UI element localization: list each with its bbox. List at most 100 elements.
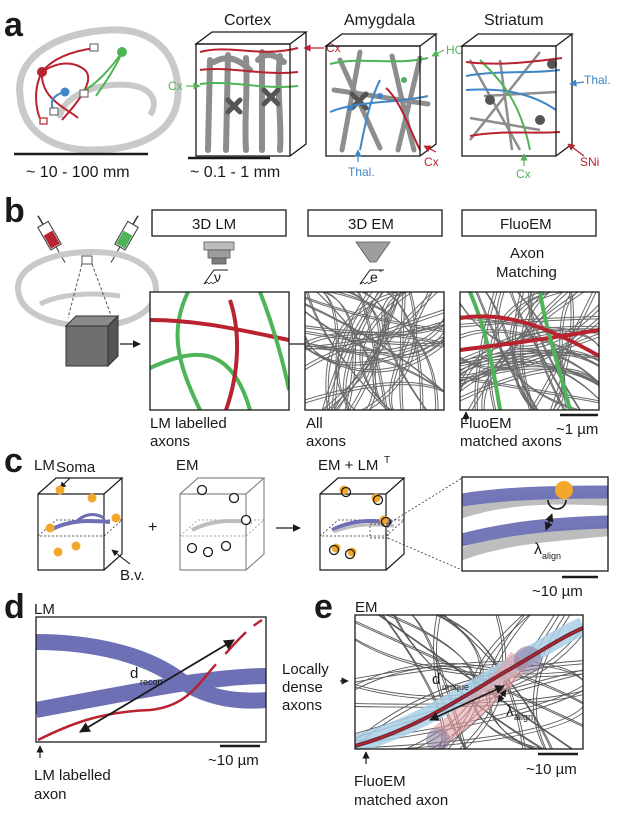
axon-matching-2: Matching xyxy=(496,264,557,281)
scale-label-cube: ~ 0.1 - 1 mm xyxy=(190,164,280,181)
panel-b-label: b xyxy=(4,192,25,230)
scale-label-brain: ~ 10 - 100 mm xyxy=(26,164,130,181)
panel-e: e EM Locally dense axons d unique λ alig… xyxy=(282,588,584,809)
brain-outline-a xyxy=(16,26,182,154)
em-membrane xyxy=(355,638,583,675)
em-membrane xyxy=(345,292,382,410)
blue-soma xyxy=(60,87,70,97)
amygdala-cx: Cx xyxy=(424,155,439,169)
em-membrane xyxy=(374,292,403,410)
em-image xyxy=(304,291,445,411)
em-membrane xyxy=(527,292,581,410)
cortex-cx-left: Cx xyxy=(168,79,183,93)
tissue-cube xyxy=(64,314,120,368)
em-membrane xyxy=(553,292,574,410)
em-membrane xyxy=(305,330,444,345)
d-caption-1: LM labelled xyxy=(34,767,111,784)
lm-cube xyxy=(37,477,124,571)
em-membrane xyxy=(381,292,427,410)
e-caption-1: FluoEM xyxy=(354,773,406,790)
striatum-cx: Cx xyxy=(516,167,531,181)
em-membrane xyxy=(460,331,599,368)
e-caption-2: matched axon xyxy=(354,792,448,809)
syringe-red xyxy=(37,215,66,263)
em-membrane xyxy=(357,292,387,410)
region-striatum: Striatum xyxy=(484,12,544,29)
em-membrane xyxy=(321,292,357,410)
e-locally-2: dense xyxy=(282,679,323,696)
amygdala-cube xyxy=(324,33,438,157)
green-soma xyxy=(117,47,127,57)
axon-matching-1: Axon xyxy=(510,245,544,262)
em-electron: e xyxy=(370,269,378,285)
em-membrane xyxy=(305,336,444,364)
lm-nu: ν xyxy=(214,269,221,285)
e-locally-1: Locally xyxy=(282,661,329,678)
em-membrane xyxy=(342,292,379,410)
em-membrane xyxy=(355,639,583,678)
caption-lm-2: axons xyxy=(150,433,190,450)
fluoem-image xyxy=(459,291,600,411)
e-em-title: EM xyxy=(355,599,378,616)
em-membrane xyxy=(372,292,399,410)
e-d: d xyxy=(432,671,440,688)
em-membrane xyxy=(345,292,383,410)
bv-label: B.v. xyxy=(120,567,145,584)
brain-outline-b xyxy=(14,248,160,330)
e-unique-arrow xyxy=(429,685,505,721)
em-membrane xyxy=(476,292,498,410)
box-3d-lm-label: 3D LM xyxy=(192,216,236,233)
scale-label-b: ~1 µm xyxy=(556,421,598,438)
emlm-cube xyxy=(319,477,406,571)
e-lambda-sub: align xyxy=(514,712,533,722)
scale-label-c: ~10 µm xyxy=(532,583,583,600)
em-membrane xyxy=(305,344,444,373)
box-fluoem xyxy=(461,209,597,237)
em-membrane xyxy=(385,292,424,410)
em-membrane xyxy=(348,292,379,410)
em-membrane xyxy=(460,301,599,349)
d-lm-title: LM xyxy=(34,601,55,618)
caption-em-1: All xyxy=(306,415,323,432)
em-membrane xyxy=(509,292,573,410)
scale-label-d: ~10 µm xyxy=(208,752,259,769)
em-membrane xyxy=(474,292,495,410)
e-locally-3: axons xyxy=(282,697,322,714)
d-recon-sub: recon xyxy=(140,677,163,687)
em-membrane xyxy=(305,334,444,347)
caption-fluo-1: FluoEM xyxy=(460,415,512,432)
em-membrane xyxy=(338,292,373,410)
box-3d-em xyxy=(307,209,443,237)
d-caption-2: axon xyxy=(34,786,67,803)
c-emlm-sup: T xyxy=(384,455,390,466)
em-membrane xyxy=(305,311,444,358)
em-membrane xyxy=(433,615,467,749)
soma-label: Soma xyxy=(56,459,96,476)
em-membrane xyxy=(360,292,415,410)
syringe-green xyxy=(110,215,139,263)
em-membrane xyxy=(532,615,566,749)
red-soma xyxy=(37,67,47,77)
region-amygdala: Amygdala xyxy=(344,12,415,29)
em-membrane xyxy=(438,615,524,749)
em-membrane xyxy=(321,292,340,410)
panel-c-label: c xyxy=(4,442,23,480)
c-emlm-title: EM + LM xyxy=(318,457,378,474)
em-membrane xyxy=(391,292,433,410)
panel-d-label: d xyxy=(4,588,25,626)
box-3d-lm xyxy=(151,209,287,237)
em-membrane xyxy=(460,329,599,367)
em-membrane xyxy=(337,292,439,410)
em-membrane xyxy=(305,332,444,347)
caption-em-2: axons xyxy=(306,433,346,450)
c-lambda: λ xyxy=(534,541,542,558)
em-membrane xyxy=(460,350,599,384)
striatum-thal: Thal. xyxy=(584,73,611,87)
striatum-sni: SNi xyxy=(580,155,599,169)
striatum-cube xyxy=(460,33,574,157)
em-membrane xyxy=(475,292,536,410)
box-3d-em-label: 3D EM xyxy=(348,216,394,233)
em-membrane xyxy=(528,292,565,410)
em-membrane xyxy=(481,292,579,410)
panel-a-label: a xyxy=(4,6,24,44)
